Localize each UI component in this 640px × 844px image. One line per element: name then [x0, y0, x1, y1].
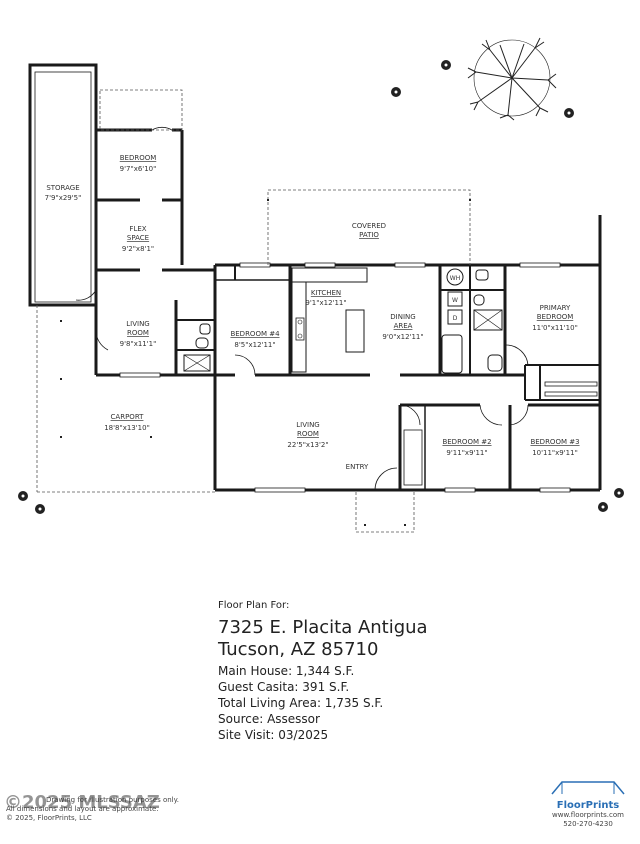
source: Source: Assessor — [218, 712, 320, 726]
water-heater-label: WH — [450, 275, 460, 282]
primary-label-1: PRIMARY — [540, 304, 571, 312]
entry-label: ENTRY — [346, 463, 369, 471]
floorprints-logo: FloorPrints www.floorprints.com 520-270-… — [540, 778, 636, 829]
bedroom-dims: 9'7"x6'10" — [120, 165, 157, 173]
flex-label-2: SPACE — [127, 234, 149, 242]
kitchen-label: KITCHEN — [311, 289, 341, 297]
guest-casita-sf: Guest Casita: 391 S.F. — [218, 680, 350, 694]
room-labels: STORAGE 7'9"x29'5" BEDROOM 9'7"x6'10" FL… — [45, 154, 580, 471]
patio-label-1: COVERED — [352, 222, 386, 230]
dining-label-1: DINING — [390, 313, 415, 321]
storage-dims: 7'9"x29'5" — [45, 194, 82, 202]
bedroom2-label: BEDROOM #2 — [442, 438, 491, 446]
disclaimer: Drawing for illustration purposes only. … — [6, 796, 266, 823]
primary-dims: 11'0"x11'10" — [532, 324, 578, 332]
living-small-label-1: LIVING — [126, 320, 149, 328]
bedroom4-label: BEDROOM #4 — [230, 330, 280, 338]
brand-name: FloorPrints — [556, 800, 620, 811]
shrub-highlights — [21, 63, 621, 511]
flex-dims: 9'2"x8'1" — [122, 245, 154, 253]
disclaimer-line-1: Drawing for illustration purposes only. — [46, 796, 179, 804]
bedroom-label: BEDROOM — [120, 154, 157, 162]
main-house-sf: Main House: 1,344 S.F. — [218, 664, 355, 678]
flex-label-1: FLEX — [129, 225, 146, 233]
living-small-label-2: ROOM — [127, 329, 149, 337]
bedroom3-label: BEDROOM #3 — [530, 438, 579, 446]
living-main-dims: 22'5"x13'2" — [287, 441, 328, 449]
living-small-dims: 9'8"x11'1" — [120, 340, 157, 348]
patio-label-2: PATIO — [359, 231, 379, 239]
living-main-label-2: ROOM — [297, 430, 319, 438]
house-logo-icon — [551, 781, 625, 795]
site-visit: Site Visit: 03/2025 — [218, 728, 329, 742]
disclaimer-line-2: All dimensions and layout are approximat… — [6, 805, 159, 813]
bedroom3-dims: 10'11"x9'11" — [532, 449, 578, 457]
property-info: Floor Plan For: 7325 E. Placita Antigua … — [218, 600, 518, 743]
property-details: Main House: 1,344 S.F. Guest Casita: 391… — [218, 663, 518, 743]
washer-label: W — [452, 297, 458, 304]
floor-plan: STORAGE 7'9"x29'5" BEDROOM 9'7"x6'10" FL… — [18, 37, 624, 533]
mls-watermark: ©2025 MLSSAZ — [4, 792, 160, 813]
website: www.floorprints.com — [552, 811, 624, 819]
storage-label: STORAGE — [46, 184, 79, 192]
phone: 520-270-4230 — [563, 820, 613, 828]
address-line-1: 7325 E. Placita Antigua — [218, 617, 428, 638]
carport-dims: 18'8"x13'10" — [104, 424, 150, 432]
dining-dims: 9'0"x12'11" — [382, 333, 423, 341]
copyright: © 2025, FloorPrints, LLC — [6, 814, 92, 822]
carport-posts — [60, 320, 152, 438]
tree-icon — [467, 37, 557, 121]
dining-label-2: AREA — [394, 322, 413, 330]
total-living-sf: Total Living Area: 1,735 S.F. — [218, 696, 384, 710]
address-line-2: Tucson, AZ 85710 — [218, 639, 379, 660]
floor-plan-for-label: Floor Plan For: — [218, 600, 290, 611]
living-main-label-1: LIVING — [296, 421, 319, 429]
patio-posts — [267, 199, 471, 526]
casita-walls — [28, 63, 215, 377]
casita-roof-outline — [99, 89, 183, 131]
carport-label: CARPORT — [111, 413, 145, 421]
bedroom4-dims: 8'5"x12'11" — [234, 341, 275, 349]
bedroom2-dims: 9'11"x9'11" — [446, 449, 487, 457]
dryer-label: D — [453, 315, 458, 322]
primary-label-2: BEDROOM — [537, 313, 574, 321]
kitchen-dims: 9'1"x12'11" — [305, 299, 346, 307]
carport-outline — [36, 305, 215, 493]
patio-outline — [267, 189, 471, 533]
main-house-walls — [119, 215, 602, 493]
